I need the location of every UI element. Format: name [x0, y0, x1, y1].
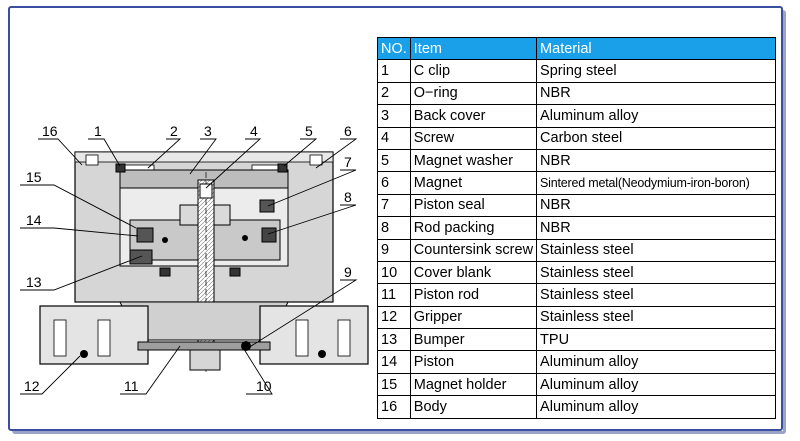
- callout-4: 4: [250, 123, 258, 139]
- cell-no: 4: [377, 126, 411, 150]
- header-no: NO.: [377, 36, 411, 61]
- cell-no: 2: [377, 81, 411, 106]
- callout-3: 3: [204, 123, 212, 139]
- cell-item: Magnet washer: [409, 148, 538, 173]
- cell-no: 3: [377, 104, 411, 128]
- cell-item: Magnet: [409, 171, 538, 195]
- cell-item: Screw: [409, 126, 538, 150]
- cell-item: Piston: [409, 350, 538, 374]
- cell-no: 12: [377, 305, 411, 330]
- cell-no: 14: [377, 350, 411, 374]
- cell-material: Aluminum alloy: [536, 372, 777, 397]
- cell-no: 7: [377, 193, 411, 218]
- cell-item: O−ring: [409, 81, 538, 106]
- leader-lines: [20, 138, 358, 395]
- callout-11: 11: [124, 378, 139, 394]
- cell-material: Stainless steel: [536, 238, 777, 262]
- cell-item: Gripper: [409, 305, 538, 330]
- cell-no: 10: [377, 260, 411, 285]
- cell-material: NBR: [536, 148, 777, 173]
- callout-7: 7: [344, 154, 352, 170]
- cell-no: 8: [377, 216, 411, 240]
- cell-item: Back cover: [409, 104, 538, 128]
- header-item: Item: [409, 36, 538, 61]
- table-header-row: NO. Item Material: [377, 36, 777, 61]
- header-material: Material: [536, 36, 777, 61]
- cell-item: Rod packing: [409, 216, 538, 240]
- callout-5: 5: [305, 123, 313, 139]
- cell-material: NBR: [536, 193, 777, 218]
- cell-item: C clip: [409, 59, 538, 83]
- cell-item: Magnet holder: [409, 372, 538, 397]
- callout-15: 15: [26, 169, 42, 185]
- gripper-part: [39, 305, 369, 365]
- cell-material: Stainless steel: [536, 305, 777, 330]
- cross-section-diagram: 16 1 2 3 4 5 6 7 8 15 14 13 9 10 11 12: [20, 123, 369, 395]
- callout-14: 14: [26, 212, 42, 228]
- callout-8: 8: [344, 189, 352, 205]
- cell-item: Countersink screw: [409, 238, 538, 262]
- cell-material: NBR: [536, 81, 777, 106]
- callout-6: 6: [344, 123, 352, 139]
- cell-material: Stainless steel: [536, 260, 777, 285]
- callout-13: 13: [26, 274, 42, 290]
- cell-item: Cover blank: [409, 260, 538, 285]
- cell-item: Body: [409, 395, 538, 419]
- seal-elements: [115, 163, 288, 277]
- callout-labels: 16 1 2 3 4 5 6 7 8 15 14 13 9 10 11 12: [24, 123, 352, 394]
- cell-no: 5: [377, 148, 411, 173]
- cell-material: Aluminum alloy: [536, 104, 777, 128]
- cell-material: Spring steel: [536, 59, 777, 83]
- cell-no: 1: [377, 59, 411, 83]
- cell-material: Stainless steel: [536, 283, 777, 307]
- cell-material: Carbon steel: [536, 126, 777, 150]
- cell-material: NBR: [536, 216, 777, 240]
- cell-no: 15: [377, 372, 411, 397]
- cell-item: Bumper: [409, 328, 538, 352]
- cell-material: Sintered metal(Neodymium-iron-boron): [536, 171, 777, 195]
- cell-item: Piston seal: [409, 193, 538, 218]
- screw-part: [199, 183, 213, 199]
- cell-material: TPU: [536, 328, 777, 352]
- frame-shadow: [12, 10, 786, 434]
- cell-no: 11: [377, 283, 411, 307]
- callout-10: 10: [256, 378, 272, 394]
- cell-no: 9: [377, 238, 411, 262]
- callout-16: 16: [42, 123, 58, 139]
- cell-item: Piston rod: [409, 283, 538, 307]
- callout-12: 12: [24, 378, 40, 394]
- rod-end: [189, 349, 221, 371]
- callout-1: 1: [94, 123, 102, 139]
- cell-material: Aluminum alloy: [536, 395, 777, 419]
- cell-no: 6: [377, 171, 411, 195]
- cell-material: Aluminum alloy: [536, 350, 777, 374]
- callout-9: 9: [344, 264, 352, 280]
- cell-no: 16: [377, 395, 411, 419]
- callout-2: 2: [170, 123, 178, 139]
- cell-no: 13: [377, 328, 411, 352]
